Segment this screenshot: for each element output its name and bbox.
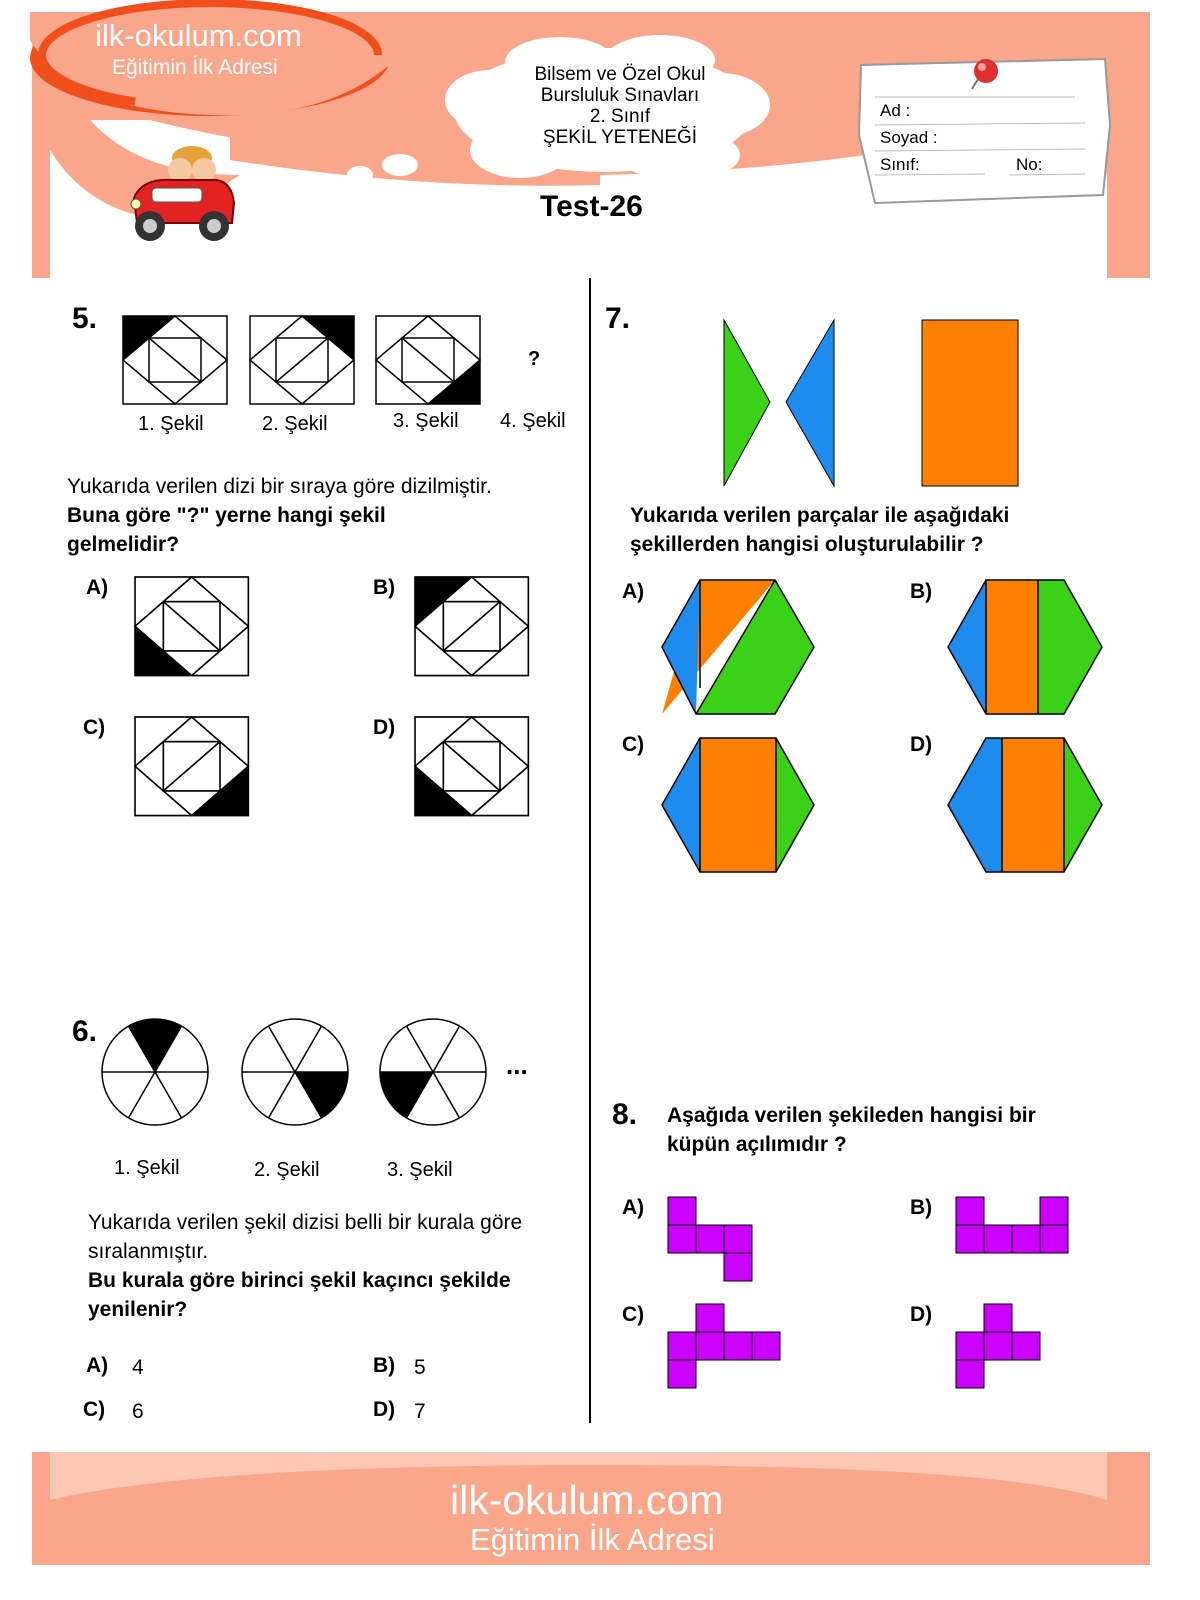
q5-figures [122,315,481,405]
column-divider [589,278,591,1423]
cloud-line-3: 2. Sınıf [589,106,651,127]
q7-option-b-label[interactable]: B) [910,580,933,603]
q7-orange-rectangle [921,319,1019,487]
car-illustration [122,128,242,248]
q5-option-d-label[interactable]: D) [373,716,396,739]
q6-option-c-label[interactable]: C) [83,1398,106,1421]
q7-option-c-figure[interactable] [660,736,820,876]
q5-sekil-3 [375,315,481,405]
footer [0,1440,1200,1600]
q7-pieces [723,318,1019,488]
q7-green-triangle [723,318,771,487]
q5-question-plain: Yukarıda verilen dizi bir sıraya göre di… [67,475,492,498]
q6-caption-2: 2. Şekil [254,1159,320,1181]
footer-site-name[interactable]: ilk-okulum.com [450,1477,724,1523]
q8-option-d-figure[interactable] [954,1302,1054,1392]
q5-option-b-figure[interactable] [413,575,533,679]
q5-caption-1: 1. Şekil [138,413,204,435]
q8-option-d-label[interactable]: D) [910,1303,933,1326]
test-title: Test-26 [540,190,643,223]
field-soyad[interactable]: Soyad : [880,128,938,147]
q8-option-c-figure[interactable] [666,1302,786,1392]
q6-option-a-label[interactable]: A) [86,1354,109,1377]
q7-option-c-label[interactable]: C) [622,733,645,756]
q6-option-d-value[interactable]: 7 [414,1400,426,1423]
cloud-line-2: Bursluluk Sınavları [540,85,700,106]
q7-option-a-figure[interactable] [660,578,820,718]
q8-question-bold: Aşağıda verilen şekileden hangisi bir kü… [667,1104,1036,1156]
q7-option-d-figure[interactable] [946,736,1106,876]
field-ad[interactable]: Ad : [880,101,911,120]
q8-option-c-label[interactable]: C) [622,1303,645,1326]
q6-text: Yukarıda verilen şekil dizisi belli bir … [88,1208,568,1324]
q7-option-b-figure[interactable] [946,578,1106,718]
q6-option-c-value[interactable]: 6 [132,1400,144,1423]
q5-option-c-figure[interactable] [133,715,253,819]
q6-option-b-value[interactable]: 5 [414,1356,426,1379]
q8-number: 8. [612,1098,638,1131]
cloud-line-1: Bilsem ve Özel Okul [534,64,706,85]
cloud-line-4: ŞEKİL YETENEĞİ [542,127,698,148]
q6-caption-1: 1. Şekil [114,1157,180,1179]
q5-text: Yukarıda verilen dizi bir sıraya göre di… [67,472,567,559]
q8-text: Aşağıda verilen şekileden hangisi bir kü… [667,1101,1097,1159]
q8-option-a-figure[interactable] [666,1195,766,1285]
student-info-card [855,55,1115,205]
q7-option-d-label[interactable]: D) [910,733,933,756]
q6-sekil-2 [241,1018,349,1126]
q5-question-mark: ? [528,348,541,370]
q5-option-c-label[interactable]: C) [83,716,106,739]
q5-option-b-label[interactable]: B) [373,576,396,599]
q6-option-d-label[interactable]: D) [373,1398,396,1421]
q5-caption-3: 3. Şekil [393,410,459,432]
header [0,0,1200,290]
footer-slogan: Eğitimin İlk Adresi [470,1522,715,1557]
header-site-name[interactable]: ilk-okulum.com [95,18,302,53]
q6-figures [101,1018,487,1126]
q6-option-a-value[interactable]: 4 [132,1356,144,1379]
q6-caption-3: 3. Şekil [387,1159,453,1181]
q5-number: 5. [72,302,98,335]
q6-question-bold: Bu kurala göre birinci şekil kaçıncı şek… [88,1269,511,1321]
q7-option-a-label[interactable]: A) [622,580,645,603]
footer-background [32,1452,1150,1565]
q7-blue-triangle [785,318,835,488]
q5-question-bold: Buna göre "?" yerne hangi şekil gelmelid… [67,504,386,556]
pushpin-icon [968,55,1008,95]
field-sinif[interactable]: Sınıf: [880,155,920,174]
q5-option-a-label[interactable]: A) [86,576,109,599]
q6-sekil-1 [101,1018,209,1126]
field-no[interactable]: No: [1016,155,1043,174]
q7-number: 7. [605,302,631,335]
q5-caption-4: 4. Şekil [500,410,566,432]
q8-option-b-label[interactable]: B) [910,1196,933,1219]
q6-option-b-label[interactable]: B) [373,1354,396,1377]
header-slogan: Eğitimin İlk Adresi [112,56,278,79]
q5-sekil-1 [122,315,228,405]
q6-sekil-3 [379,1018,487,1126]
q8-option-b-figure[interactable] [954,1195,1074,1257]
q7-question-bold: Yukarıda verilen parçalar ile aşağıdaki … [630,504,1010,556]
q6-ellipsis: ... [506,1050,528,1080]
q5-option-d-figure[interactable] [413,715,533,819]
header-background [30,0,1150,278]
q8-option-a-label[interactable]: A) [622,1196,645,1219]
q5-sekil-2 [249,315,355,405]
q6-question-plain: Yukarıda verilen şekil dizisi belli bir … [88,1211,523,1263]
header-cloud-text: Bilsem ve Özel Okul Bursluluk Sınavları … [470,64,770,148]
q7-text: Yukarıda verilen parçalar ile aşağıdaki … [630,501,1100,559]
q6-number: 6. [72,1015,98,1048]
q5-caption-2: 2. Şekil [262,413,328,435]
q5-option-a-figure[interactable] [133,575,253,679]
